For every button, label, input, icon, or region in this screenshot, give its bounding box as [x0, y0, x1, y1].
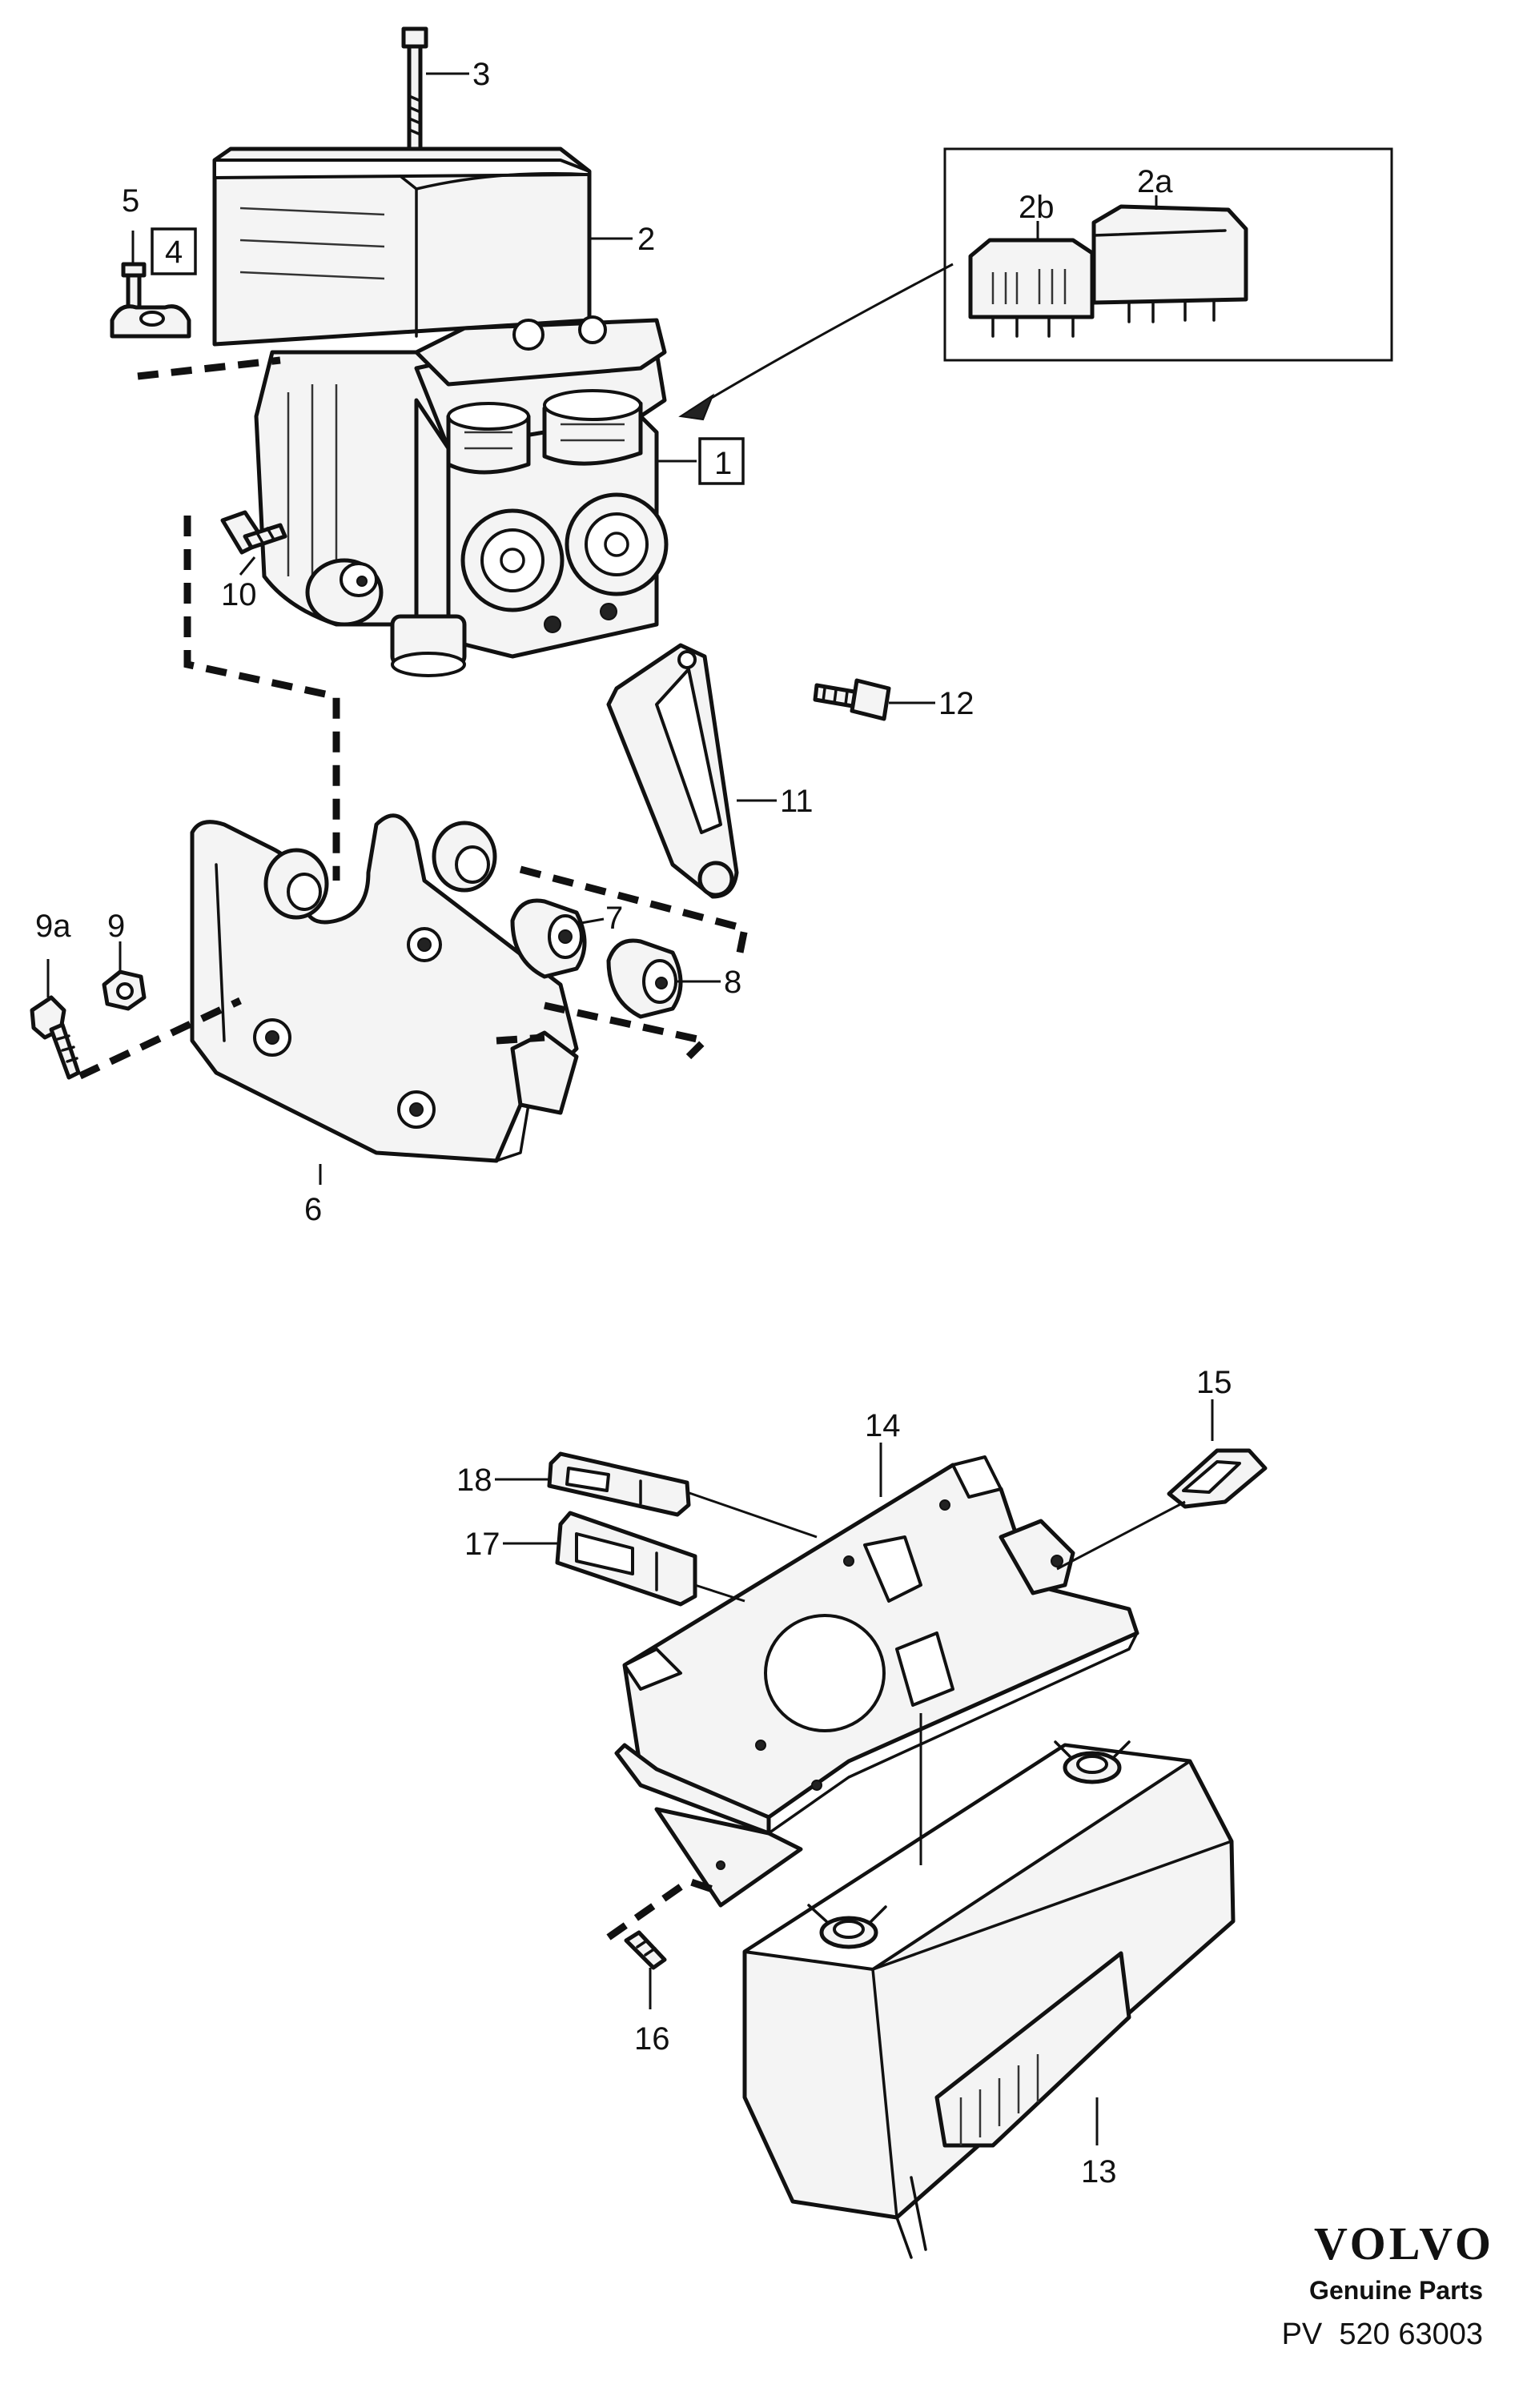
- callout-4: 4: [165, 235, 183, 270]
- callout-2b: 2b: [1019, 190, 1055, 225]
- callout-1: 1: [714, 446, 732, 481]
- bushing-7: [510, 898, 587, 979]
- stud-10: [220, 510, 287, 555]
- callout-6: 6: [304, 1192, 322, 1227]
- callout-17: 17: [464, 1527, 500, 1562]
- clip-15: [1167, 1448, 1268, 1509]
- nut-9: [102, 969, 147, 1011]
- volvo-logo: VOLVO: [1314, 2217, 1494, 2270]
- module-17: [555, 1511, 697, 1607]
- bolt-12: [813, 678, 891, 721]
- bolt-3: [401, 26, 428, 153]
- callout-labels: 3 2 1 5 4 10 12 11 7 8 9 9a 6 2b 2a 15 1…: [35, 57, 1232, 2189]
- callout-5: 5: [122, 183, 139, 219]
- bolt-9a: [30, 995, 81, 1080]
- callout-15: 15: [1196, 1365, 1232, 1400]
- relay-inset: [678, 147, 1393, 421]
- callout-16: 16: [634, 2021, 670, 2057]
- pin-16: [624, 1930, 667, 1970]
- callout-8: 8: [724, 965, 741, 1000]
- callout-9: 9: [107, 909, 125, 944]
- screw-5: [121, 262, 147, 310]
- callout-14: 14: [865, 1408, 901, 1443]
- callout-12: 12: [938, 686, 974, 721]
- module-18: [547, 1451, 691, 1517]
- assembly-lines-lower: [606, 1877, 714, 1940]
- ecu-box-13: [742, 1740, 1236, 2259]
- part-number: PV 520 63003: [1282, 2318, 1483, 2351]
- bracket-11: [606, 643, 739, 899]
- leader-lines-upper: [46, 72, 1158, 1185]
- callout-10: 10: [221, 577, 257, 612]
- callout-9a: 9a: [35, 909, 71, 944]
- control-bracket-14: [614, 1455, 1139, 1908]
- hydraulic-modulator-1: [254, 315, 669, 677]
- assembly-lines-upper: [78, 356, 749, 1080]
- callout-11: 11: [780, 784, 814, 819]
- leader-lines-lower: [495, 1399, 1214, 2145]
- callout-1-box: [698, 437, 745, 485]
- callout-3: 3: [472, 57, 490, 92]
- callout-4-box: [151, 227, 197, 275]
- mounting-bracket-6: [190, 813, 579, 1163]
- callout-2a: 2a: [1137, 164, 1173, 199]
- callout-18: 18: [456, 1463, 492, 1498]
- bushing-8: [606, 938, 683, 1019]
- fastener-top-right: [1054, 1740, 1131, 1784]
- relay-cover-2: [212, 146, 592, 347]
- clamp-4: [110, 304, 191, 339]
- callout-2: 2: [637, 222, 655, 257]
- callout-7: 7: [605, 901, 623, 936]
- footer: VOLVO Genuine Parts PV 520 63003: [1282, 2217, 1494, 2351]
- fastener-top-left: [807, 1904, 887, 1949]
- callout-13: 13: [1081, 2154, 1117, 2189]
- genuine-parts-label: Genuine Parts: [1309, 2276, 1483, 2305]
